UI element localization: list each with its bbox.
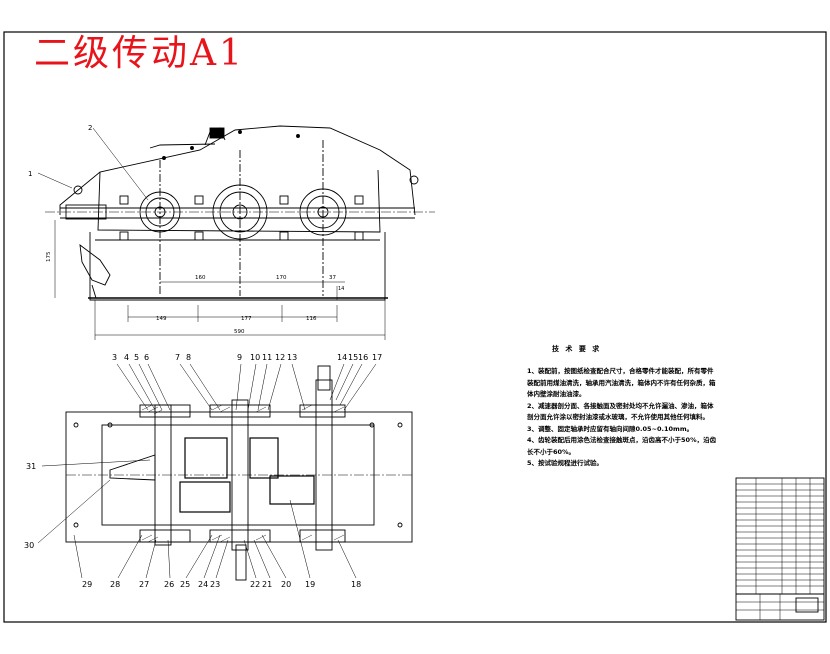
- dimension-label: 149: [156, 316, 167, 322]
- part-label: 19: [305, 580, 315, 589]
- part-label: 25: [180, 580, 190, 589]
- part-label: 23: [210, 580, 220, 589]
- part-label: 31: [26, 462, 36, 471]
- requirement-item: 3、调整、固定轴承时应留有轴向间隙0.05~0.10mm。: [527, 424, 694, 433]
- dimension-label: 37: [329, 275, 336, 281]
- part-label: 28: [110, 580, 120, 589]
- requirement-item: 2、减速器剖分面、各接触面及密封处均不允许漏油、渗油，箱体剖分面允许涂以密封油漆…: [527, 401, 714, 422]
- front-view-labels: 1 2 160 170 37 175 149 177 116 590 14: [28, 124, 344, 335]
- part-label: 17: [372, 353, 382, 362]
- part-label: 9: [237, 353, 242, 362]
- part-label: 16: [358, 353, 368, 362]
- part-label: 22: [250, 580, 260, 589]
- drawing-title: 二级传动A1: [34, 33, 245, 74]
- part-label: 11: [262, 353, 272, 362]
- part-label: 10: [250, 353, 260, 362]
- parts-list-table: [735, 477, 825, 621]
- part-label: 13: [287, 353, 297, 362]
- part-label: 3: [112, 353, 117, 362]
- part-label: 30: [24, 541, 34, 550]
- part-label: 20: [281, 580, 291, 589]
- technical-requirements: 1、装配前，按图纸检查配合尺寸，合格零件才能装配，所有零件装配前用煤油清洗，轴承…: [527, 366, 717, 470]
- requirement-item: 4、齿轮装配后用涂色法检查接触斑点，沿齿高不小于50%，沿齿长不小于60%。: [527, 436, 717, 456]
- dimension-label: 175: [46, 251, 52, 262]
- dimension-label: 116: [306, 316, 317, 322]
- part-label: 26: [164, 580, 174, 589]
- part-label: 14: [337, 353, 347, 362]
- part-label: 29: [82, 580, 92, 589]
- part-label: 15: [348, 353, 358, 362]
- dimension-label: 177: [241, 316, 252, 322]
- part-label: 27: [139, 580, 149, 589]
- part-label: 4: [124, 353, 129, 362]
- requirement-item: 1、装配前，按图纸检查配合尺寸，合格零件才能装配，所有零件装配前用煤油清洗，轴承…: [527, 367, 716, 398]
- part-label: 18: [351, 580, 361, 589]
- dimension-label: 590: [234, 329, 245, 335]
- drawing-border: [3, 31, 827, 623]
- technical-requirements-heading: 技 术 要 求: [552, 345, 602, 353]
- part-label: 1: [28, 170, 32, 178]
- plan-view-labels: 3 4 5 6 7 8 9 10 11 12 13 14 15 16 17 31…: [24, 353, 382, 589]
- part-label: 7: [175, 353, 180, 362]
- requirement-item: 5、按试验规程进行试验。: [527, 459, 604, 467]
- part-label: 6: [144, 353, 149, 362]
- part-label: 2: [88, 124, 92, 132]
- part-label: 8: [186, 353, 191, 362]
- front-view: [37, 125, 435, 340]
- dimension-label: 170: [276, 275, 287, 281]
- dimension-label: 14: [338, 286, 344, 292]
- plan-view: [37, 363, 413, 581]
- part-label: 5: [134, 353, 139, 362]
- part-label: 24: [198, 580, 208, 589]
- part-label: 21: [262, 580, 272, 589]
- dimension-label: 160: [195, 275, 206, 281]
- part-label: 12: [275, 353, 285, 362]
